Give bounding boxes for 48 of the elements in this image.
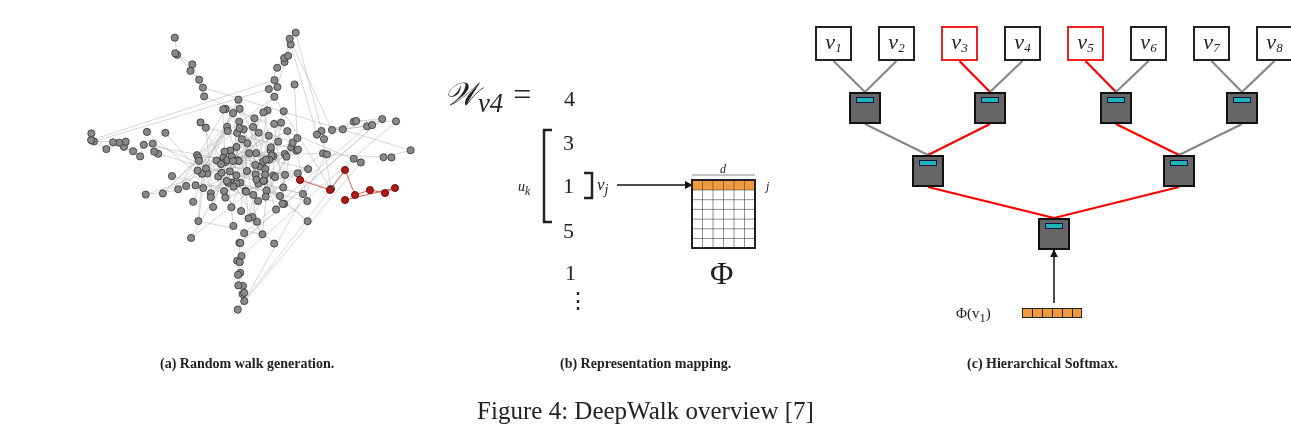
tree-node-box (1038, 218, 1070, 250)
matrix-symbol: Φ (710, 257, 734, 289)
sequence-label: 𝒲$_{v4}$ = (444, 78, 533, 118)
tree-node-box (912, 155, 944, 187)
window-label: u$_{k}$ (518, 180, 531, 198)
vector-label: Φ(v$_{1}$) (956, 306, 991, 325)
leaf-node-box: v$_{8}$ (1256, 26, 1291, 61)
walk-number: 5 (563, 220, 574, 242)
walk-number: 1 (563, 175, 574, 197)
connector-line (927, 123, 991, 156)
tree-node-box (849, 92, 881, 124)
connector-line (1115, 123, 1180, 156)
walk-number: 3 (563, 132, 574, 154)
subfigure-caption: (b) Representation mapping. (560, 357, 732, 371)
vertex-label: v$_{j}$ (597, 176, 609, 197)
connector-line (1084, 60, 1117, 93)
connector-line (958, 60, 991, 93)
leaf-node-box: v$_{3}$ (941, 26, 978, 61)
figure-caption: Figure 4: DeepWalk overview [7] (476, 398, 815, 423)
arrow (616, 181, 693, 189)
connector-line (864, 60, 898, 93)
connector-line (989, 60, 1024, 93)
connector-line (832, 60, 866, 93)
connector-line (864, 123, 929, 156)
row-label: j (766, 180, 770, 192)
leaf-node-box: v$_{1}$ (815, 26, 852, 61)
tree-node-box (1163, 155, 1195, 187)
connector-line (927, 185, 1055, 220)
tree-node-box (1226, 92, 1258, 124)
subfigure-caption: (c) Hierarchical Softmax. (967, 357, 1118, 371)
arrow (1050, 249, 1058, 304)
leaf-node-box: v$_{2}$ (878, 26, 915, 61)
tree-node-box (1100, 92, 1132, 124)
connector-line (1210, 60, 1243, 93)
connector-line (1178, 123, 1243, 156)
leaf-node-box: v$_{6}$ (1130, 26, 1167, 61)
subfigure-caption: (a) Random walk generation. (160, 357, 335, 371)
walk-number: 4 (564, 88, 575, 110)
connector-line (1053, 185, 1180, 220)
dimension-label: d (720, 163, 726, 175)
ellipsis: ⋮ (567, 290, 589, 312)
leaf-node-box: v$_{7}$ (1193, 26, 1230, 61)
leaf-node-box: v$_{4}$ (1004, 26, 1041, 61)
leaf-node-box: v$_{5}$ (1067, 26, 1104, 61)
tree-node-box (974, 92, 1006, 124)
connector-line (1241, 60, 1276, 93)
walk-number: 1 (565, 262, 576, 284)
connector-line (1115, 60, 1150, 93)
